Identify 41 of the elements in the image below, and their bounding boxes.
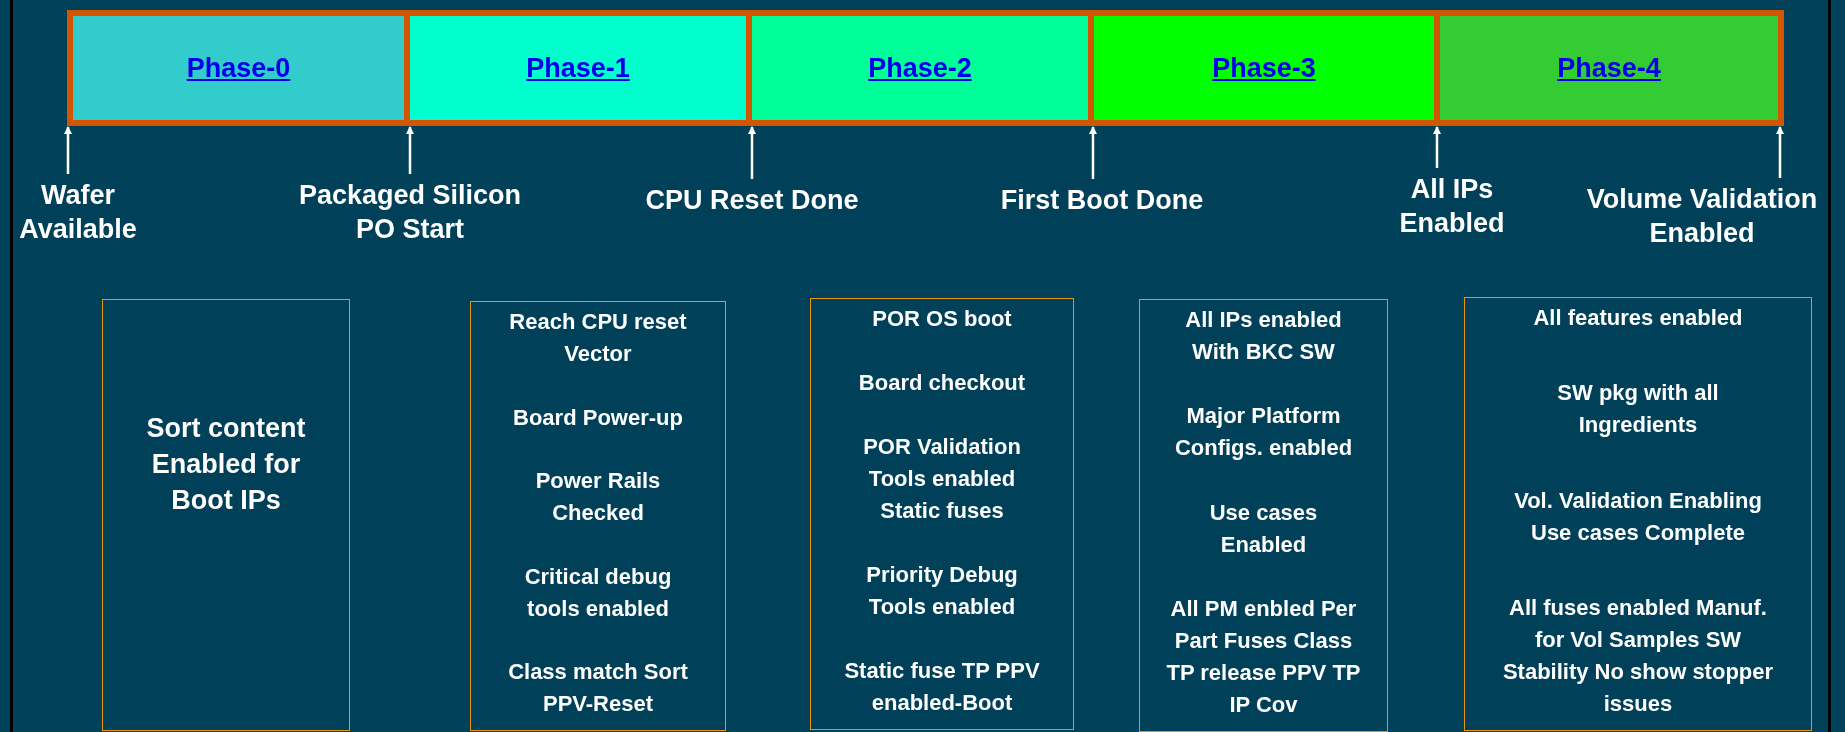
- criteria-text: Priority Debug Tools enabled: [865, 561, 1019, 621]
- criteria-box: [470, 301, 726, 731]
- criteria-text: Board checkout: [857, 369, 1027, 397]
- criteria-text: Class match Sort PPV-Reset: [507, 658, 689, 718]
- criteria-text: Vol. Validation Enabling Use cases Complete: [1513, 486, 1763, 547]
- criteria-text: SW pkg with all Ingredients: [1556, 379, 1720, 440]
- criteria-text: Critical debug tools enabled: [523, 562, 673, 623]
- milestone-label: Wafer Available: [18, 178, 138, 246]
- milestone-label: All IPs Enabled: [1387, 172, 1517, 240]
- arrow: [1089, 126, 1097, 179]
- arrow: [64, 126, 72, 174]
- criteria-text: Use cases Enabled: [1208, 498, 1319, 559]
- criteria-box: [1139, 299, 1388, 732]
- criteria-text: All PM enbled Per Part Fuses Class TP release PPV TP IP Cov: [1166, 595, 1361, 719]
- criteria-text: All fuses enabled Manuf. for Vol Samples SW Stability No show stopper issues: [1501, 594, 1775, 718]
- criteria-text: Reach CPU reset Vector: [508, 308, 688, 368]
- criteria-text: Sort content Enabled for Boot IPs: [145, 412, 307, 517]
- criteria-text: Major Platform Configs. enabled: [1173, 402, 1354, 463]
- criteria-text: All features enabled: [1532, 304, 1744, 332]
- arrow: [748, 126, 756, 179]
- milestone-label: Volume Validation Enabled: [1562, 182, 1842, 250]
- phase-link: Phase-3: [1212, 52, 1316, 84]
- criteria-text: POR Validation Tools enabled Static fuses: [862, 433, 1022, 525]
- criteria-text: Static fuse TP PPV enabled-Boot: [843, 657, 1041, 717]
- milestone-label: CPU Reset Done: [602, 183, 902, 217]
- criteria-box: [810, 298, 1074, 730]
- arrow: [1433, 126, 1441, 168]
- phase-link: Phase-1: [526, 52, 630, 84]
- criteria-box: [102, 299, 350, 731]
- milestone-label: First Boot Done: [952, 183, 1252, 217]
- phase-link: Phase-0: [186, 52, 291, 84]
- criteria-text: Power Rails Checked: [534, 467, 662, 527]
- arrow: [406, 126, 414, 174]
- phase-link: Phase-2: [868, 52, 972, 84]
- milestone-label: Packaged Silicon PO Start: [290, 178, 530, 246]
- phase-link: Phase-4: [1557, 52, 1661, 84]
- criteria-text: POR OS boot: [871, 305, 1013, 333]
- criteria-box: [1464, 297, 1812, 731]
- criteria-text: Board Power-up: [512, 403, 684, 432]
- criteria-text: All IPs enabled With BKC SW: [1184, 306, 1343, 366]
- arrow: [1776, 126, 1784, 178]
